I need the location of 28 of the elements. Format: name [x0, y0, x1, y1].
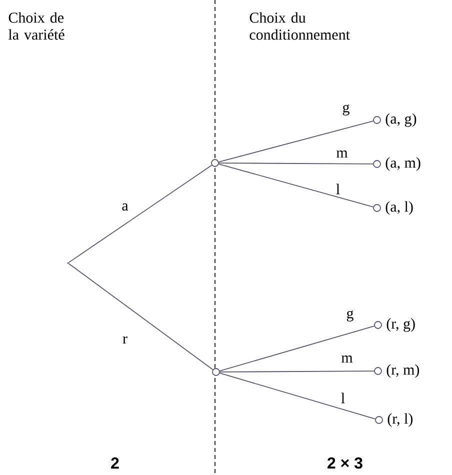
node-circle — [211, 159, 219, 167]
count-label: 2 — [111, 457, 119, 469]
outcome-label: (a, m) — [386, 157, 420, 171]
edge-label: m — [340, 354, 354, 364]
count-label: 2 × 3 — [328, 457, 362, 469]
node-circle — [212, 368, 220, 376]
outcome-label: (r, l) — [388, 413, 413, 427]
outcome-label: (r, m) — [386, 364, 420, 378]
outcome-label: (a, l) — [386, 201, 413, 215]
column-heading: Choix de la variété — [8, 12, 64, 40]
branch-line — [68, 164, 212, 263]
column-heading: Choix du conditionnement — [250, 12, 350, 40]
edge-label: r — [122, 335, 128, 345]
branch-line — [218, 164, 374, 208]
branch-line — [220, 370, 374, 372]
edge-label: a — [120, 202, 130, 212]
edge-label: l — [334, 182, 342, 196]
outcome-label: (r, g) — [386, 318, 415, 332]
outcome-label: (a, g) — [386, 113, 416, 127]
branch-line — [219, 326, 375, 372]
edge-label: g — [341, 104, 351, 116]
branch-line — [68, 263, 214, 370]
branch-line — [218, 162, 374, 164]
branch-line — [218, 120, 374, 162]
edge-label: l — [340, 392, 346, 404]
branch-line — [219, 372, 376, 420]
edge-label: m — [335, 149, 349, 159]
edge-label: g — [345, 310, 355, 322]
